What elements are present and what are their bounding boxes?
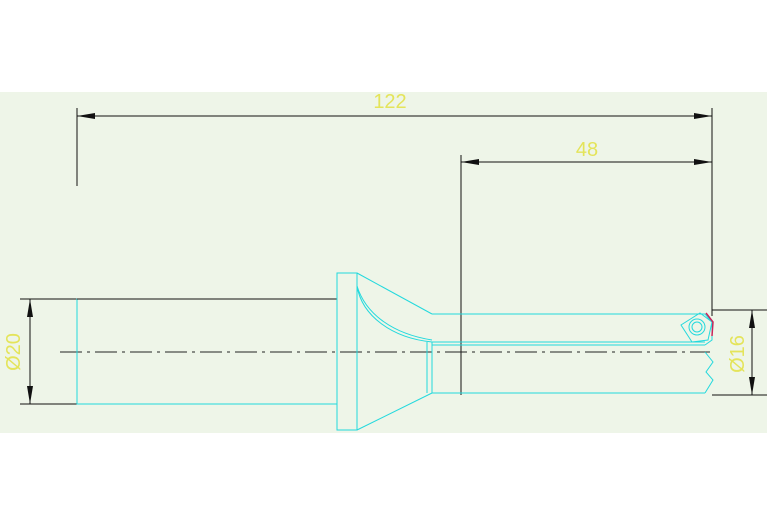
insert-screw-icon bbox=[688, 318, 706, 336]
tip-lower-edge bbox=[704, 351, 714, 394]
drawing-sheet bbox=[0, 92, 767, 433]
drill-outline bbox=[76, 272, 714, 431]
flute-curve bbox=[356, 285, 433, 343]
shank-diameter-dimension: Ø20 bbox=[3, 298, 77, 405]
flute-length-dimension: 48 bbox=[460, 139, 713, 395]
overall-length-dimension: 122 bbox=[76, 91, 713, 186]
overall-length-label: 122 bbox=[373, 91, 406, 113]
body-diameter-label: Ø16 bbox=[727, 335, 749, 373]
insert-cutting-edge bbox=[705, 312, 714, 337]
body-diameter-dimension: Ø16 bbox=[712, 309, 767, 396]
shank-diameter-label: Ø20 bbox=[3, 333, 25, 371]
drill-insert bbox=[680, 312, 714, 343]
flute-length-label: 48 bbox=[576, 139, 598, 161]
